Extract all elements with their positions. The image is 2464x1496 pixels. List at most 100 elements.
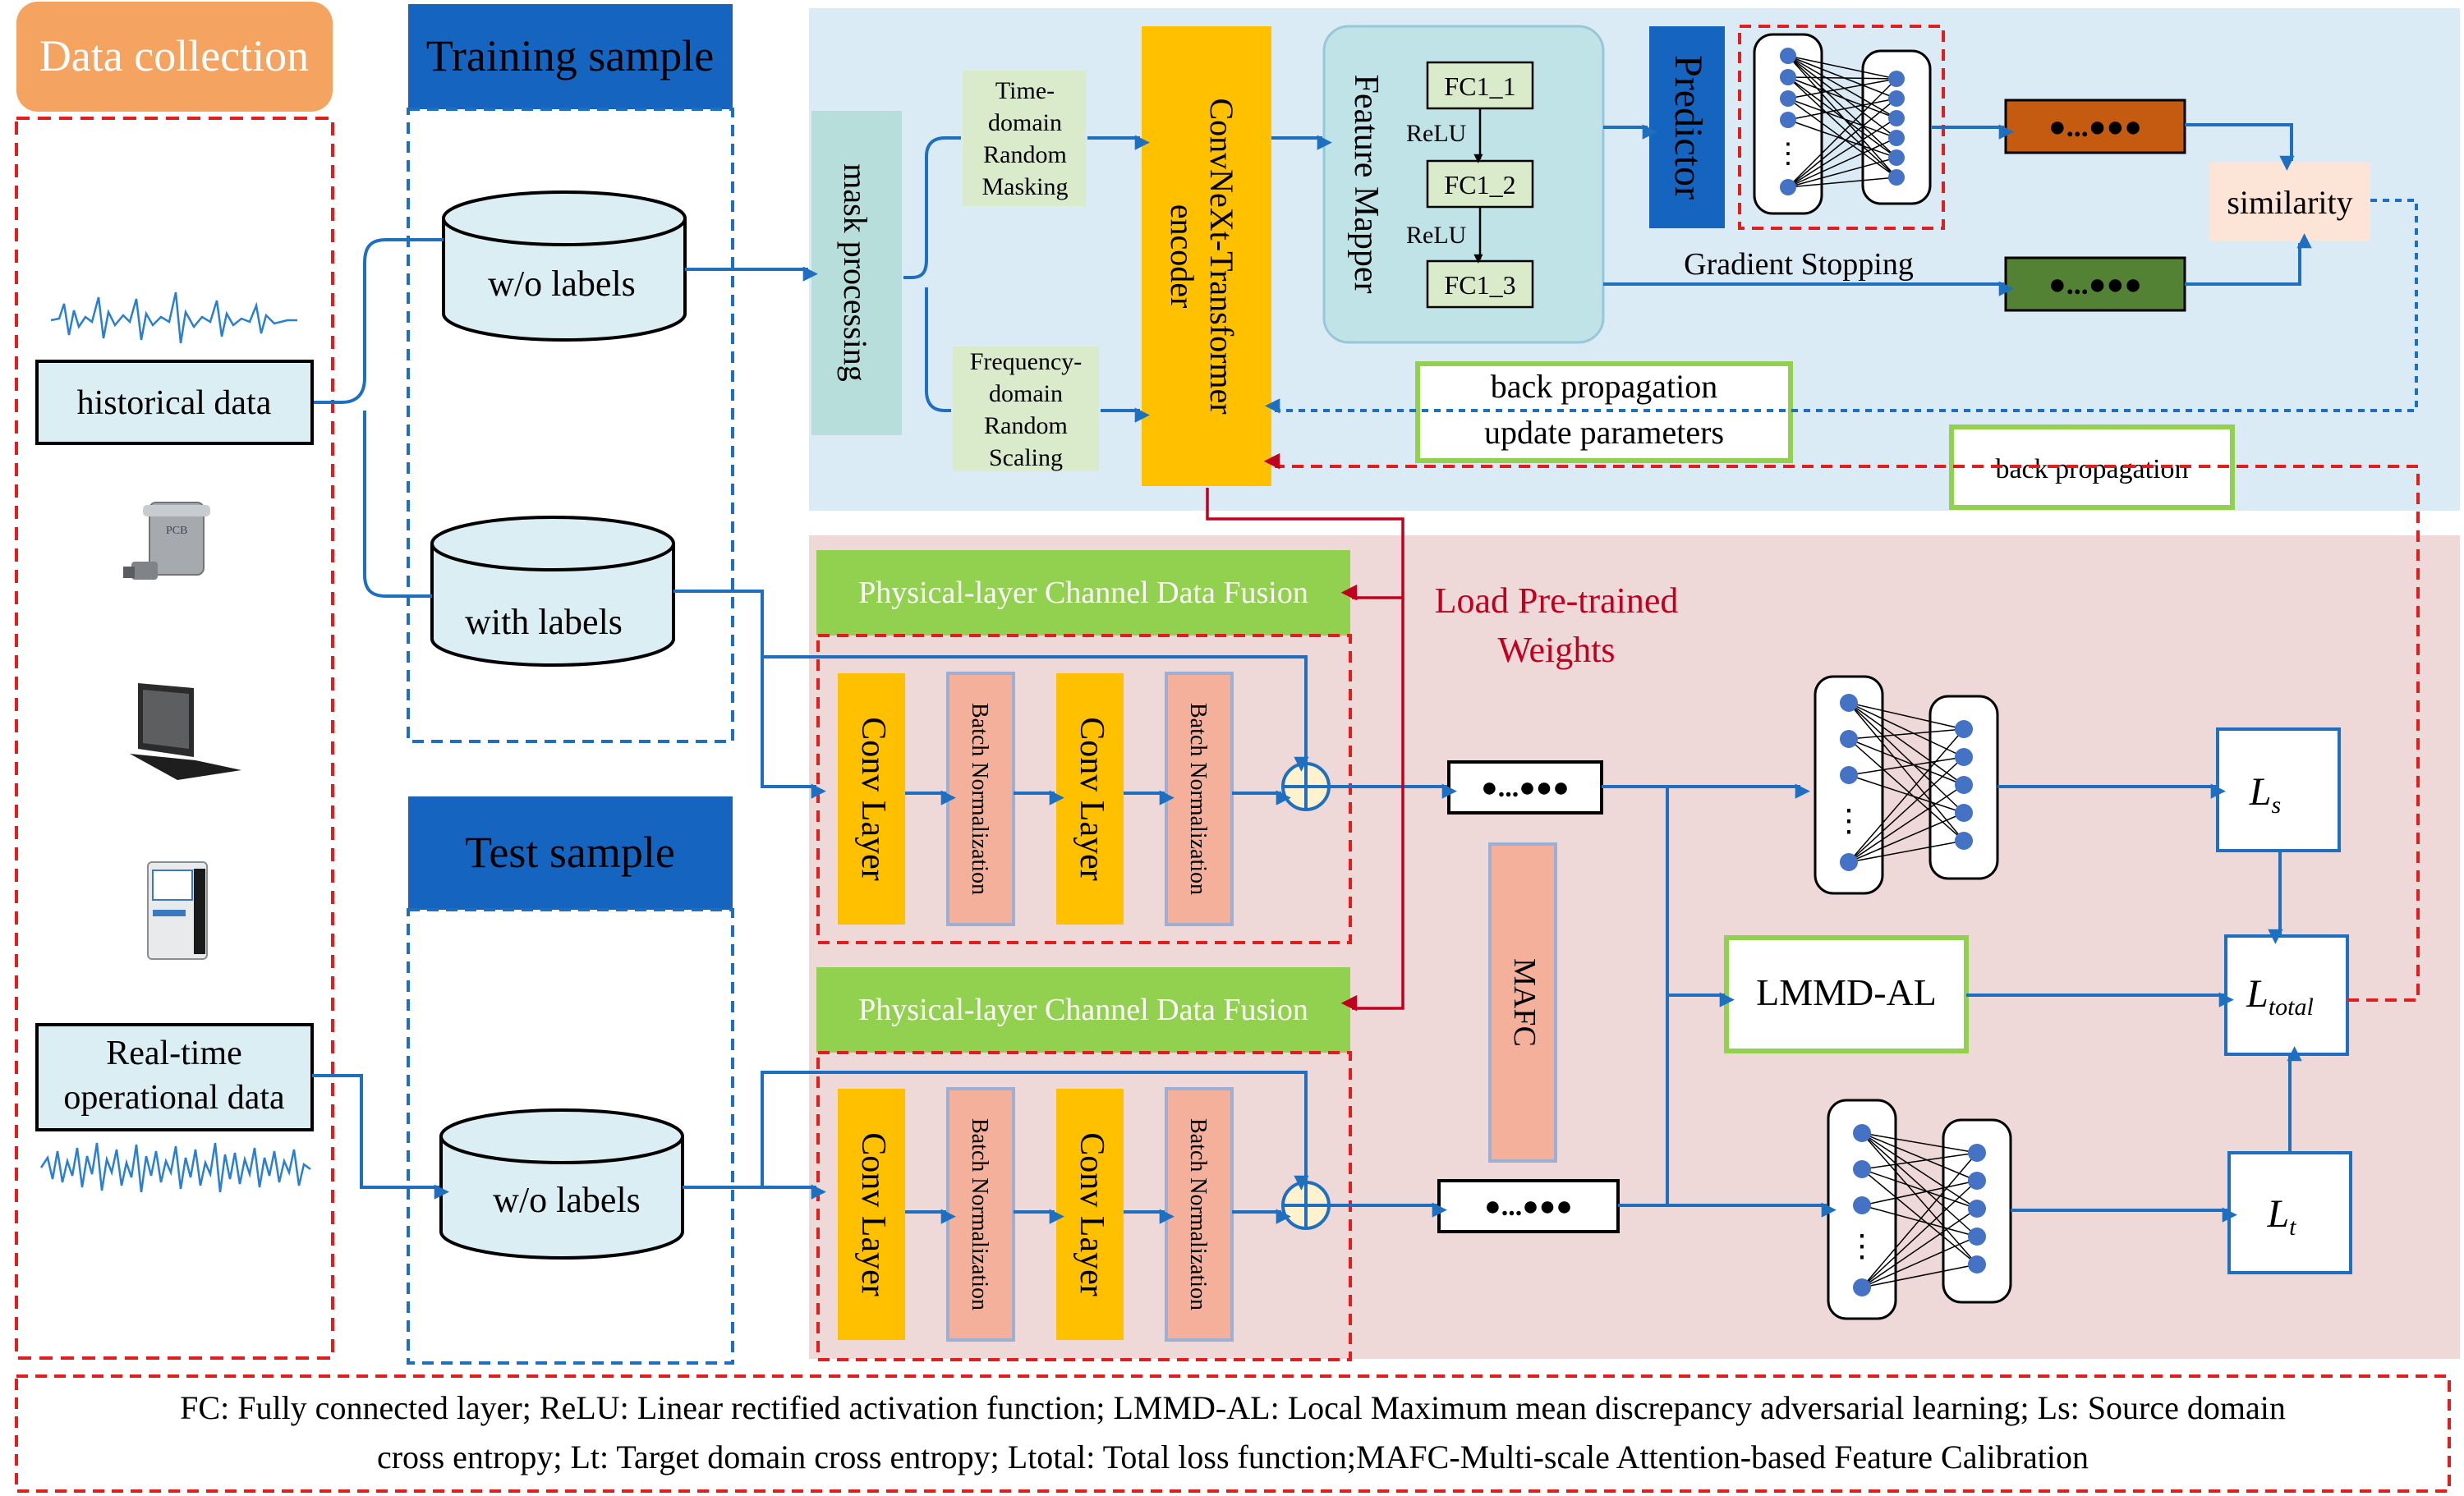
target-feature-vector [1437,1179,1620,1233]
encoder-label-2: encoder [1164,204,1201,309]
target-net-dots: ⋮ [1846,1229,1878,1264]
conv-layer-2b [1056,1089,1124,1340]
legend-line-2: cross entropy; Lt: Target domain cross e… [377,1439,2089,1475]
bp-update-label-2: update parameters [1484,414,1724,451]
training-unlabeled-db [442,190,687,342]
test-unlabeled-db [439,1108,684,1260]
fc1-1-box [1426,61,1534,110]
time-masking-l1: Time- [995,77,1055,104]
fusion-title-1: Physical-layer Channel Data Fusion [858,576,1308,610]
arrow-fusion2-skip [761,1071,1309,1191]
freq-scaling-box [953,346,1099,471]
legend-frame [15,1374,2451,1493]
lmmd-al-label: LMMD-AL [1756,971,1937,1013]
fusion-title-box-1 [816,550,1350,636]
realtime-data-box [35,1023,314,1131]
mafc-label: MAFC [1507,958,1542,1047]
batch-norm-1b-label: Batch Normalization [1185,703,1211,895]
laptop-icon [130,683,241,780]
mafc-box [1488,842,1557,1163]
predictor-output-text: ●...●●● [2048,110,2142,143]
gradient-stopping-label: Gradient Stopping [1684,247,1914,282]
back-propagation-label: back propagation [1995,454,2188,484]
blue-connectors [312,123,2312,1224]
mask-processing-box [811,111,902,435]
fusion-frame-1 [816,634,1352,944]
realtime-data-label-1: Real-time [106,1035,242,1072]
historical-data-box [35,360,314,445]
test-sample-title: Test sample [465,828,675,877]
daq-module-icon [147,861,208,960]
training-wo-labels: w/o labels [488,264,636,304]
batch-norm-1b [1165,672,1234,926]
lt-main: L [2266,1192,2289,1236]
training-labeled-db [430,516,675,667]
load-weights-arrow-1 [1206,488,1404,601]
fusion-title-2: Physical-layer Channel Data Fusion [858,993,1308,1027]
data-collection-frame [15,117,334,1360]
target-output-vector [2004,256,2186,312]
historical-data-label: historical data [77,384,272,422]
similarity-box [2209,163,2370,241]
relu-label-2: ReLU [1406,222,1467,249]
arrow-with-labels-to-fusion1 [673,590,826,799]
fc1-3-box [1426,259,1534,309]
batch-norm-2a-label: Batch Normalization [967,1118,992,1310]
conv-layer-1a-label: Conv Layer [854,717,892,880]
lt-sub: t [2289,1214,2296,1241]
red-backprop-path [1263,452,2420,1002]
training-with-labels: with labels [465,602,623,642]
load-weights-label-2: Weights [1497,630,1615,670]
test-sample-frame [407,908,734,1365]
fc1-3-label: FC1_3 [1444,270,1515,300]
encoder-label-1: ConvNeXt-Transformer [1203,98,1240,414]
data-collection-title: Data collection [39,31,309,80]
realtime-signal-icon [39,1142,311,1193]
fc1-2-box [1426,159,1534,209]
sensor-icon: PCB [123,502,210,580]
relu-label-1: ReLU [1406,120,1467,147]
lt-label: Lt [2266,1192,2296,1241]
test-wo-labels: w/o labels [493,1180,641,1220]
target-output-text: ●...●●● [2048,268,2142,301]
realtime-data-label-2: operational data [63,1079,285,1117]
legend-line-1: FC: Fully connected layer; ReLU: Linear … [180,1389,2286,1426]
ls-main: L [2249,770,2272,814]
vibration-signal-icon [50,291,297,344]
ls-sub: s [2272,792,2282,819]
arrow-fusion1-skip [762,655,1309,772]
conv-layer-1b [1056,673,1124,925]
time-masking-l4: Masking [982,173,1069,200]
fc1-1-label: FC1_1 [1444,71,1515,101]
time-masking-box [963,71,1086,206]
adder-icon-2 [1281,1181,1331,1230]
source-feature-text: ●...●●● [1481,773,1570,803]
arrow-realtime-to-test [312,1074,449,1200]
dotted-feedback-similarity [1265,199,2418,414]
adder-icon-1 [1281,762,1331,811]
conv-layer-2a-label: Conv Layer [854,1132,892,1296]
fusion-title-box-2 [816,967,1350,1053]
svg-text:PCB: PCB [166,525,187,537]
batch-norm-1a-label: Batch Normalization [967,703,992,895]
conv-layer-2a [838,1089,905,1340]
freq-scaling-l3: Random [984,412,1068,439]
training-sample-frame [407,108,734,743]
freq-scaling-l1: Frequency- [970,348,1083,375]
freq-scaling-l2: domain [989,380,1063,407]
bp-update-box [1415,361,1793,463]
target-classifier-network [1827,1099,2012,1320]
conv-layer-2b-label: Conv Layer [1073,1132,1110,1296]
test-sample-header [408,796,733,910]
ltotal-sub: total [2269,994,2314,1021]
bp-update-label-1: back propagation [1491,368,1718,405]
arrow-vec1-to-similarity [2185,123,2295,171]
feature-mapper-label: Feature Mapper [1347,74,1385,293]
mask-brace [903,136,961,412]
load-weights-label-1: Load Pre-trained [1435,581,1679,621]
ltotal-main: L [2246,972,2269,1016]
data-collection-header [16,2,333,112]
source-classifier-network [1814,675,1999,895]
lt-box [2227,1151,2352,1274]
